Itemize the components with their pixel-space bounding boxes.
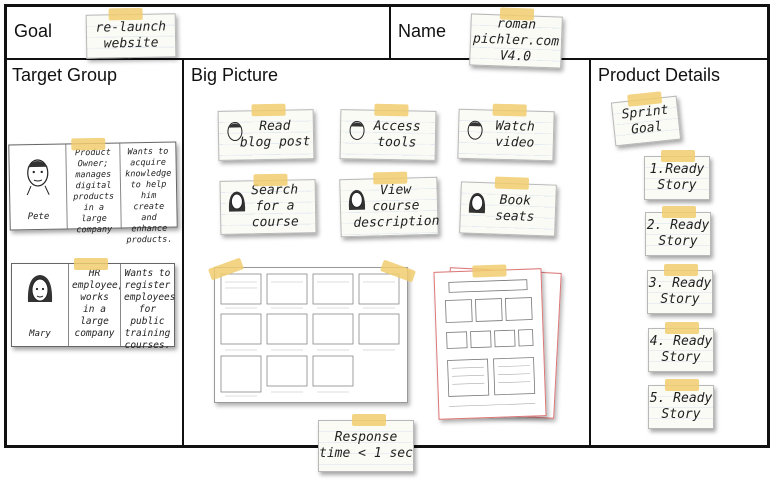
epic-note-watch-video[interactable]: Watch video (457, 103, 555, 162)
big-picture-header: Big Picture (191, 65, 279, 85)
face-sketch-icon (27, 275, 53, 302)
ready-story-note-2[interactable]: 2. Ready Story (645, 206, 711, 256)
response-time-note-text: Response time < 1 sec (319, 430, 413, 461)
tape (71, 137, 106, 151)
tape (492, 103, 527, 117)
persona-role: HR employee, works in a large company (68, 264, 123, 346)
goal-name-divider (389, 7, 391, 58)
tape (662, 206, 696, 218)
product-details-divider (589, 58, 591, 445)
goal-note[interactable]: re-launch website (85, 7, 177, 59)
story-map-sketch (207, 257, 417, 403)
tape (494, 176, 530, 190)
ready-story-note-4[interactable]: 4. Ready Story (648, 322, 714, 372)
response-time-note[interactable]: Response time < 1 sec (318, 414, 414, 472)
tape (374, 103, 409, 117)
epic-note-view-course-description[interactable]: View course description (339, 171, 440, 238)
persona-card-mary[interactable]: Mary HR employee, works in a large compa… (11, 258, 175, 351)
wireframe-icon (445, 279, 536, 407)
ready-story-text: 1.Ready Story (649, 162, 705, 193)
user-face-icon (467, 120, 483, 140)
persona-name: Mary (29, 329, 51, 339)
ready-story-note-5[interactable]: 5. Ready Story (648, 379, 714, 429)
tape (352, 414, 386, 426)
product-details-header: Product Details (598, 65, 721, 85)
epic-note-read-blog-post[interactable]: Read blog post (217, 103, 315, 161)
goal-header: Goal (14, 21, 53, 41)
goal-note-text: re-launch website (95, 19, 167, 52)
tape (661, 150, 695, 162)
tape (664, 264, 698, 276)
user-face-icon (349, 120, 365, 140)
epic-note-access-tools[interactable]: Access tools (339, 103, 437, 161)
tape (108, 7, 143, 21)
persona-picture: Pete (9, 144, 66, 229)
story-map-grid-icon (220, 273, 400, 397)
tape (665, 322, 699, 334)
sprint-goal-note[interactable]: Sprint Goal (610, 91, 682, 147)
name-note[interactable]: roman pichler.com V4.0 (469, 7, 563, 69)
tape (665, 379, 699, 391)
tape (373, 171, 408, 185)
persona-need: Wants to acquire knowledge to help him c… (119, 142, 177, 245)
user-face-icon (227, 122, 243, 142)
header-divider (7, 58, 767, 60)
user-face-icon (348, 189, 366, 211)
epic-note-text: Watch video (495, 118, 535, 151)
ready-story-text: 2. Ready Story (646, 218, 710, 249)
persona-role: Product Owner; manages digital products … (65, 143, 121, 235)
name-header: Name (398, 21, 447, 41)
ready-story-text: 3. Ready Story (648, 276, 712, 307)
ready-story-text: 5. Ready Story (649, 391, 713, 422)
epic-note-search-for-a-course[interactable]: Search for a course (219, 173, 317, 235)
ready-story-note-1[interactable]: 1.Ready Story (644, 150, 710, 200)
ready-story-note-3[interactable]: 3. Ready Story (647, 264, 713, 314)
tape (472, 264, 507, 278)
tape (499, 7, 535, 21)
persona-name: Pete (27, 211, 50, 223)
ready-story-text: 4. Ready Story (649, 334, 713, 365)
name-note-text: roman pichler.com V4.0 (472, 16, 560, 65)
sprint-goal-note-text: Sprint Goal (620, 102, 670, 138)
tape (253, 173, 288, 187)
target-group-header: Target Group (12, 65, 118, 85)
persona-need: Wants to register employees for public t… (120, 264, 175, 351)
persona-card-pete[interactable]: Pete Product Owner; manages digital prod… (8, 137, 178, 245)
tape (251, 103, 286, 117)
user-face-icon (228, 191, 246, 212)
epic-note-text: Book seats (494, 192, 535, 225)
target-group-divider (182, 58, 184, 445)
persona-picture: Mary (12, 264, 68, 346)
face-sketch-icon (26, 159, 50, 196)
tape (74, 258, 108, 270)
wireframe-sketch (433, 264, 547, 420)
epic-note-book-seats[interactable]: Book seats (459, 176, 557, 237)
user-face-icon (468, 192, 486, 214)
